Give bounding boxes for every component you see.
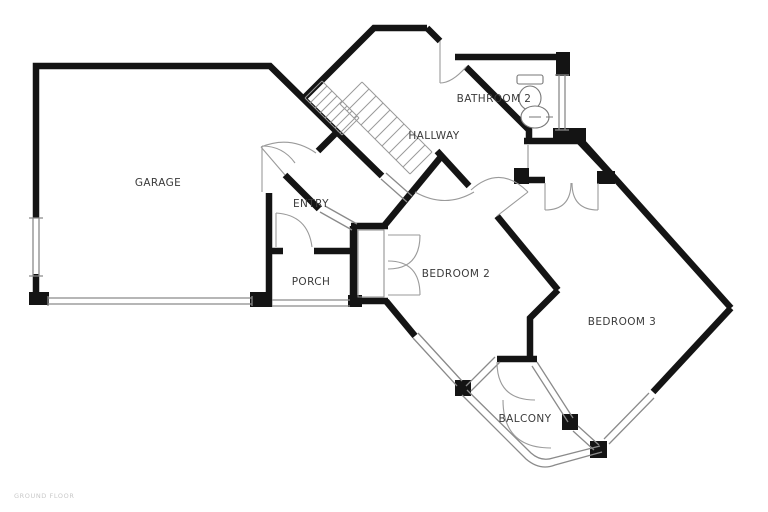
fixtures bbox=[357, 74, 553, 298]
bedroom3-balcony-door bbox=[502, 399, 552, 449]
room-label-bathroom2: BATHROOM 2 bbox=[457, 93, 532, 105]
windows bbox=[29, 74, 655, 468]
bathroom-window-bottom-block bbox=[553, 128, 586, 142]
room-labels: GARAGE ENTRY PORCH HALLWAY BATHROOM 2 BE… bbox=[135, 93, 656, 425]
hallway-peak-walls bbox=[302, 24, 427, 100]
closet-right-block bbox=[597, 171, 615, 184]
entry-stub-wall bbox=[315, 129, 340, 154]
entry-window bbox=[319, 205, 358, 231]
room-label-balcony: BALCONY bbox=[499, 413, 552, 425]
balcony-outer-railing bbox=[461, 389, 603, 468]
bedroom2-balcony-door bbox=[496, 361, 536, 401]
garage-door-line bbox=[47, 296, 253, 306]
room-label-bedroom2: BEDROOM 2 bbox=[422, 268, 490, 280]
porch-bottom-right-block bbox=[348, 295, 362, 307]
garage-bottom-left-block bbox=[29, 292, 49, 305]
garage-entry-door bbox=[261, 145, 296, 192]
floor-label: GROUND FLOOR bbox=[14, 492, 74, 500]
bedroom3-balcony-railing bbox=[572, 425, 600, 451]
balcony-ne-railing bbox=[531, 361, 574, 423]
bedroom3-se-window bbox=[603, 392, 655, 445]
staircase-main-flight bbox=[339, 81, 433, 175]
wardrobe-doors bbox=[387, 234, 421, 296]
staircase-upper-flight bbox=[304, 80, 360, 136]
bedroom3-door bbox=[470, 177, 529, 217]
bedroom2-ne-wall-lower bbox=[494, 213, 561, 293]
wardrobe-interior bbox=[357, 229, 385, 298]
doors bbox=[260, 41, 599, 449]
vestibule-sw-wall bbox=[334, 129, 385, 179]
room-label-bedroom3: BEDROOM 3 bbox=[588, 316, 656, 328]
front-door bbox=[275, 212, 313, 248]
staircase bbox=[304, 80, 433, 175]
toilet-fixture bbox=[516, 74, 544, 111]
bedroom2-se-wall bbox=[526, 287, 561, 322]
bathroom-window bbox=[555, 74, 569, 131]
closet-double-doors bbox=[544, 182, 599, 211]
bathroom-door bbox=[439, 41, 467, 84]
bedroom2-ne-wall-upper bbox=[434, 148, 472, 189]
bedroom2-bottom-post bbox=[455, 380, 471, 396]
bedroom2-sw-wall bbox=[383, 298, 418, 339]
bedroom3-se-wall bbox=[650, 305, 734, 395]
bedroom2-door bbox=[414, 191, 475, 201]
bedroom2-nw-wall bbox=[381, 155, 443, 229]
garage-bottom-right-block bbox=[250, 292, 270, 307]
room-label-hallway: HALLWAY bbox=[408, 130, 459, 142]
room-label-porch: PORCH bbox=[292, 276, 331, 288]
garage-left-window bbox=[29, 217, 43, 277]
closet-left-block bbox=[514, 168, 529, 184]
sink-fixture bbox=[520, 105, 553, 129]
entry-ne-wall bbox=[282, 172, 322, 212]
bathroom-corner-block bbox=[556, 52, 570, 76]
room-label-entry: ENTRY bbox=[293, 198, 329, 210]
room-label-garage: GARAGE bbox=[135, 177, 181, 189]
entry-hallway-door bbox=[260, 141, 317, 176]
porch-bottom-line bbox=[272, 299, 350, 307]
walls bbox=[32, 24, 734, 395]
bedroom2-se-window bbox=[465, 356, 501, 392]
vestibule-window bbox=[380, 172, 413, 203]
garage-walls bbox=[32, 62, 340, 218]
bathroom-nw-wall-upper bbox=[424, 25, 443, 44]
bedroom2-sw-window bbox=[412, 332, 463, 387]
